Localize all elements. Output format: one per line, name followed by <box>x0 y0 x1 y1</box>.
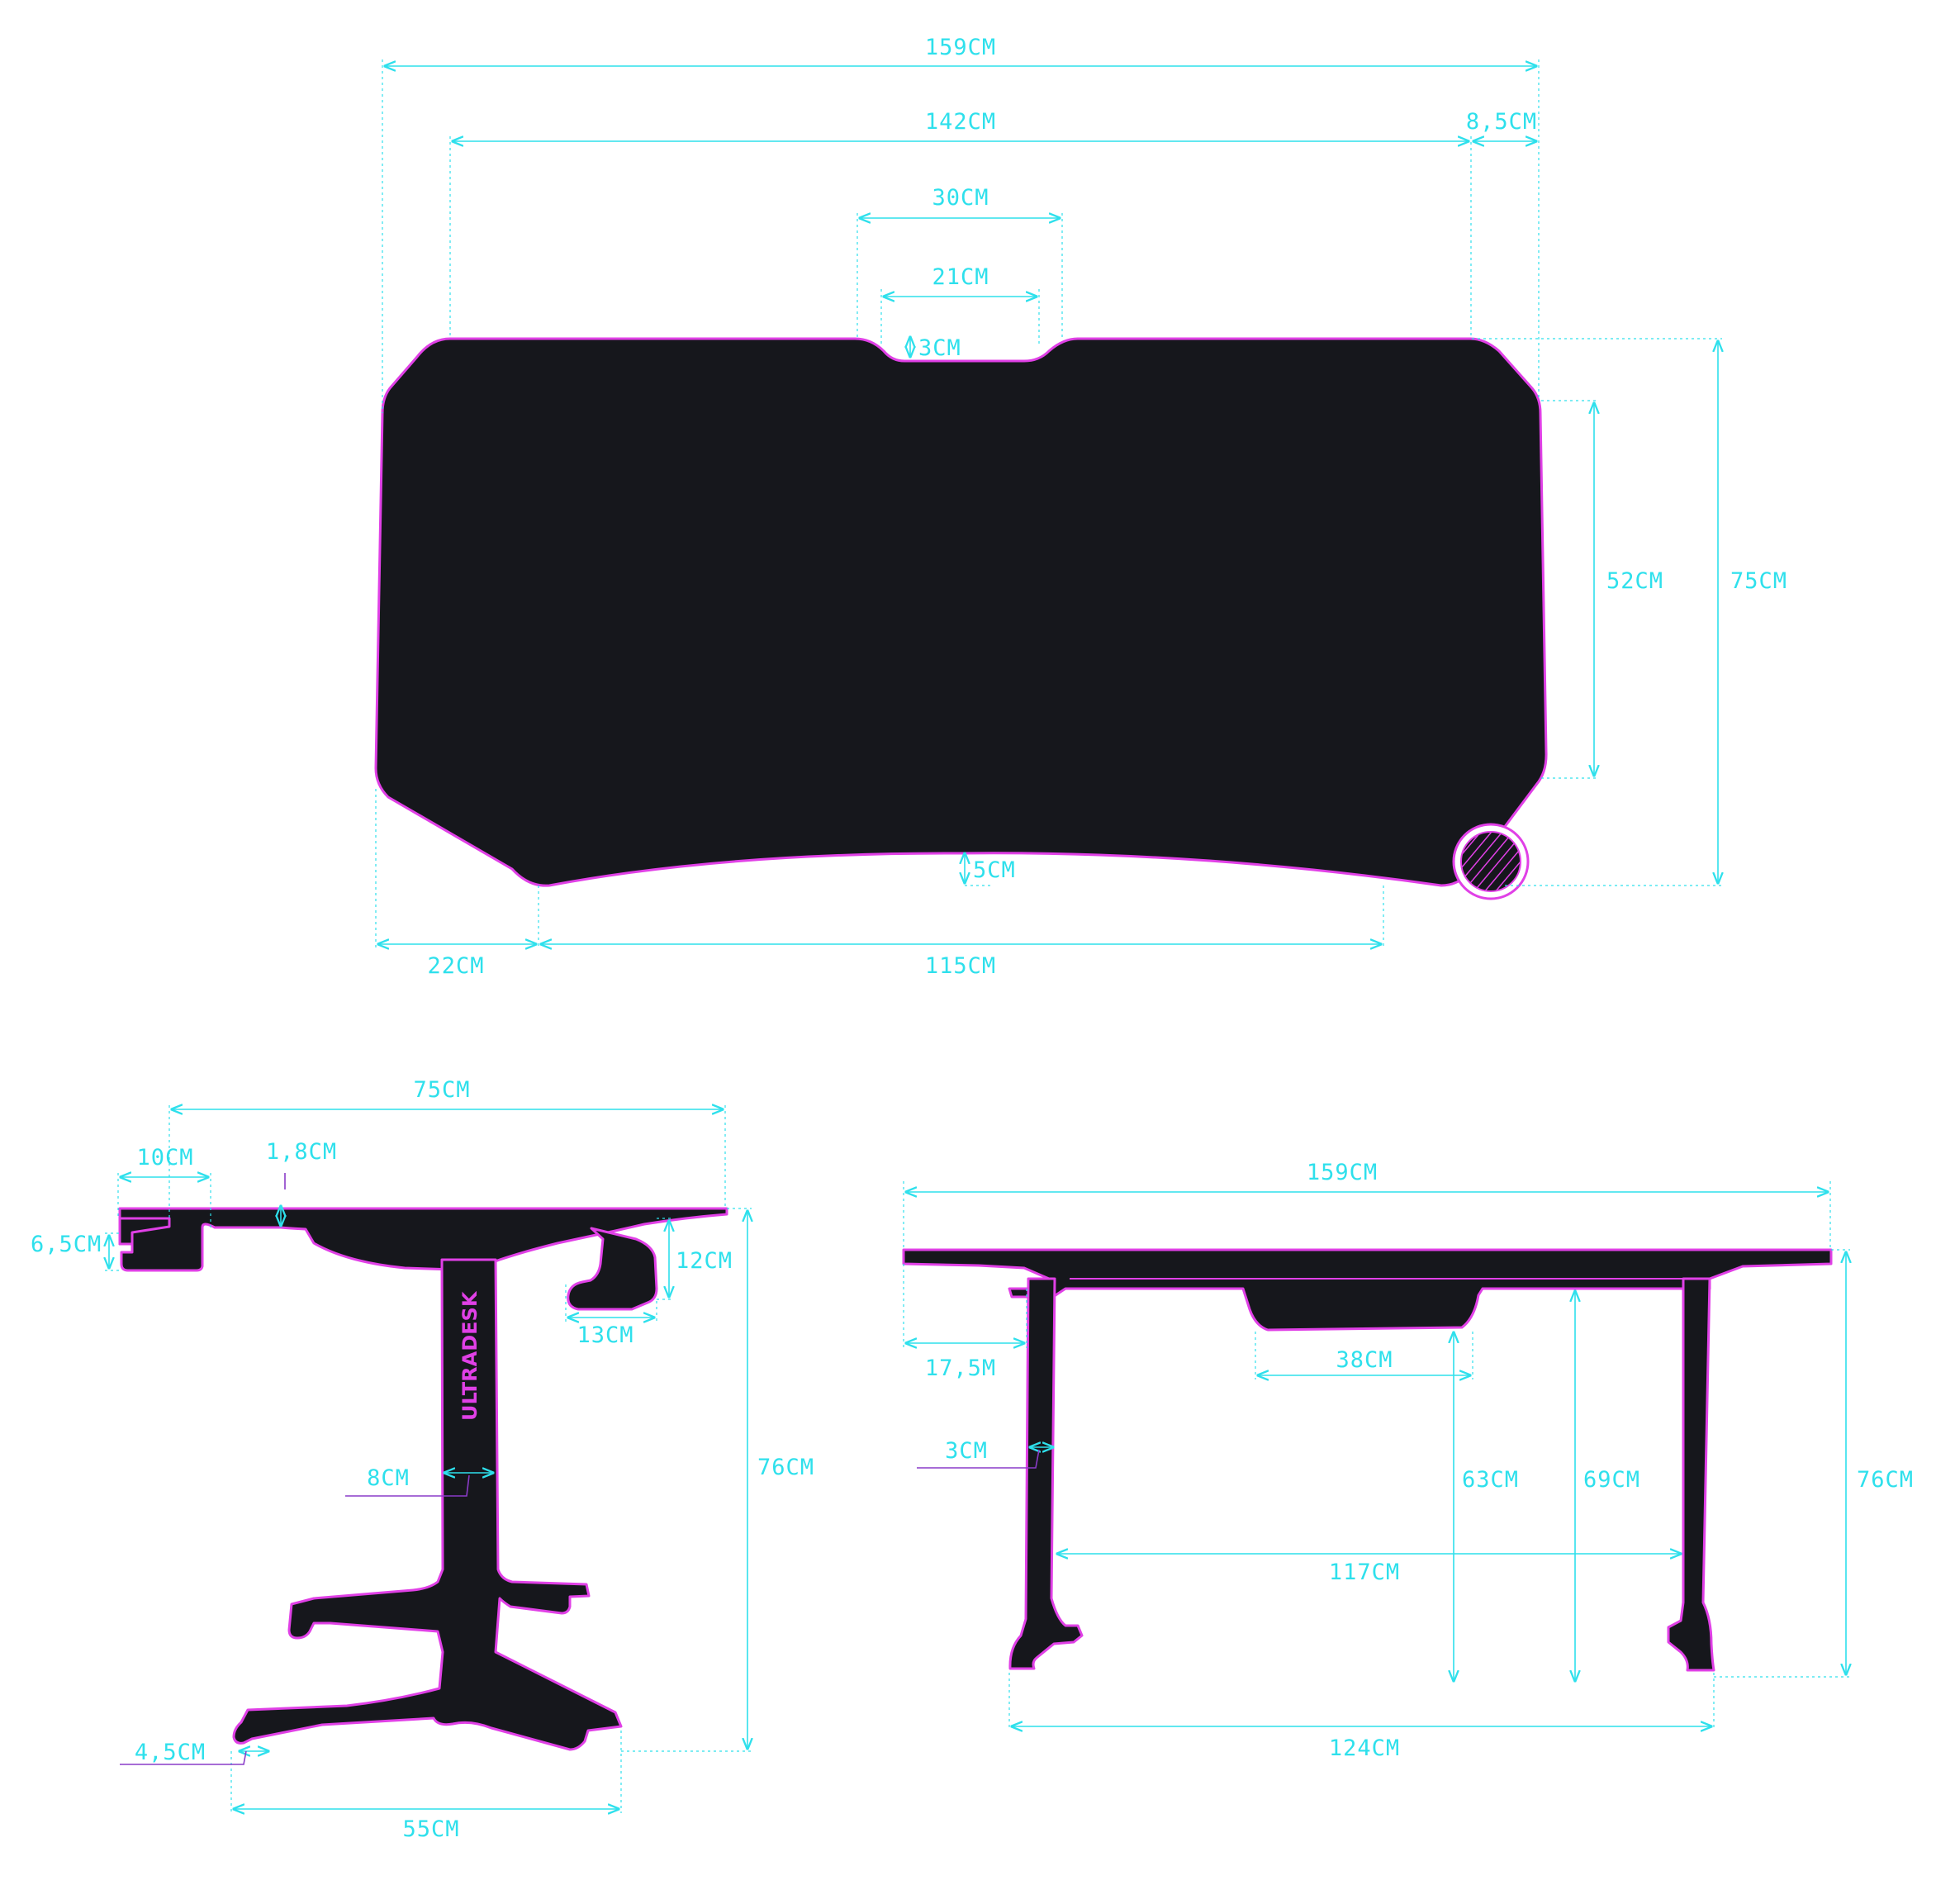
cable-ring <box>1452 823 1530 900</box>
front-leg-width-label: 3CM <box>945 1438 988 1464</box>
desktop-surface <box>374 337 1548 887</box>
notch-inner-label: 21CM <box>932 264 989 290</box>
side-headphone-hook <box>118 1217 171 1246</box>
side-cup-width-label: 13CM <box>577 1322 633 1348</box>
front-leg-inner-label: 117CM <box>1329 1560 1400 1585</box>
front-view: 159CM 17,5M 38CM 3CM 63CM 69CM 76CM 117C… <box>902 1160 1914 1761</box>
front-width-label: 159CM <box>1307 1160 1378 1185</box>
side-view: ULTRADESK 75CM 10CM 1,8CM <box>31 1077 814 1842</box>
side-leg-column <box>232 1258 623 1751</box>
top-width-total-label: 159CM <box>925 35 996 60</box>
side-hook-width-label: 10CM <box>136 1145 193 1170</box>
side-base-width-label: 55CM <box>402 1816 459 1842</box>
side-height-label: 76CM <box>757 1455 814 1480</box>
side-cup-holder <box>567 1227 658 1311</box>
front-overhang-label: 17,5M <box>925 1356 996 1381</box>
side-depth-label: 75CM <box>413 1077 470 1103</box>
front-curve-label: 5CM <box>973 857 1016 883</box>
side-foot-label: 4,5CM <box>135 1740 206 1765</box>
front-feet-span-label: 124CM <box>1329 1735 1400 1761</box>
front-height-label: 76CM <box>1857 1467 1914 1493</box>
top-width-inner-label: 142CM <box>925 109 996 135</box>
brand-logo-text: ULTRADESK <box>458 1290 482 1421</box>
side-hook-height-label: 6,5CM <box>31 1232 102 1257</box>
notch-outer-label: 30CM <box>932 185 989 211</box>
front-corner-label: 22CM <box>427 953 484 979</box>
side-desktop-board <box>118 1207 728 1272</box>
top-corner-offset-label: 8,5CM <box>1466 109 1537 135</box>
front-drawer-clearance-label: 63CM <box>1462 1467 1519 1493</box>
notch-depth-label: 3CM <box>918 335 961 361</box>
side-column-width-label: 8CM <box>367 1465 410 1491</box>
front-drawer-width-label: 38CM <box>1336 1347 1393 1373</box>
top-depth-total-label: 75CM <box>1730 568 1787 594</box>
front-straight-label: 115CM <box>925 953 996 979</box>
top-depth-side-label: 52CM <box>1606 568 1663 594</box>
front-left-leg <box>1008 1277 1084 1670</box>
side-top-thickness-label: 1,8CM <box>266 1139 337 1165</box>
top-view: 159CM 142CM 8,5CM 30CM 21CM 3CM 75CM 52C… <box>374 35 1787 979</box>
side-cup-height-label: 12CM <box>676 1248 733 1274</box>
front-frame-clearance-label: 69CM <box>1583 1467 1640 1493</box>
front-desktop-board <box>902 1248 1833 1332</box>
front-right-leg <box>1667 1277 1715 1672</box>
